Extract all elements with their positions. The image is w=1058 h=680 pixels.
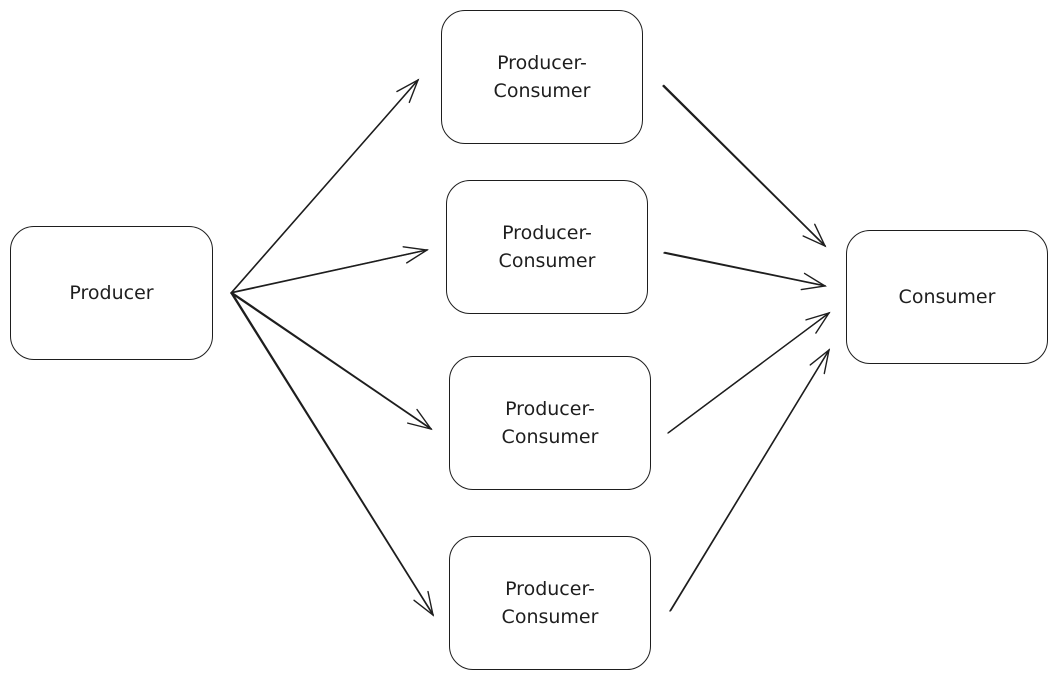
edge-pc1-to-consumer [662,84,827,248]
arrowhead-icon [800,272,827,291]
arrowhead-icon [396,78,420,104]
edge-pc2-to-consumer [663,251,827,291]
arrowhead-icon [413,590,435,617]
arrowhead-icon [805,311,831,334]
producer-consumer-label-4: Producer- Consumer [501,577,599,629]
arrowhead-icon [802,223,827,248]
arrowhead-icon [402,246,429,264]
edge-producer-to-pc4 [230,291,435,617]
consumer-label: Consumer [898,285,996,308]
edge-pc3-to-consumer [667,311,831,434]
producer-consumer-label-1: Producer- Consumer [493,51,591,103]
producer-consumer-node-3[interactable]: Producer- Consumer [449,356,651,490]
producer-consumer-label-3: Producer- Consumer [501,397,599,449]
arrowhead-icon [809,348,831,375]
producer-consumer-label-2: Producer- Consumer [498,221,596,273]
edge-producer-to-pc3 [230,291,433,431]
producer-consumer-node-2[interactable]: Producer- Consumer [446,180,648,314]
edge-pc4-to-consumer [669,348,831,612]
producer-node[interactable]: Producer [10,226,213,360]
producer-label: Producer [69,281,154,304]
edge-producer-to-pc2 [230,246,429,294]
producer-consumer-node-4[interactable]: Producer- Consumer [449,536,651,670]
arrowhead-icon [407,408,433,431]
producer-consumer-node-1[interactable]: Producer- Consumer [441,10,643,144]
edge-producer-to-pc1 [230,78,420,294]
consumer-node[interactable]: Consumer [846,230,1048,364]
